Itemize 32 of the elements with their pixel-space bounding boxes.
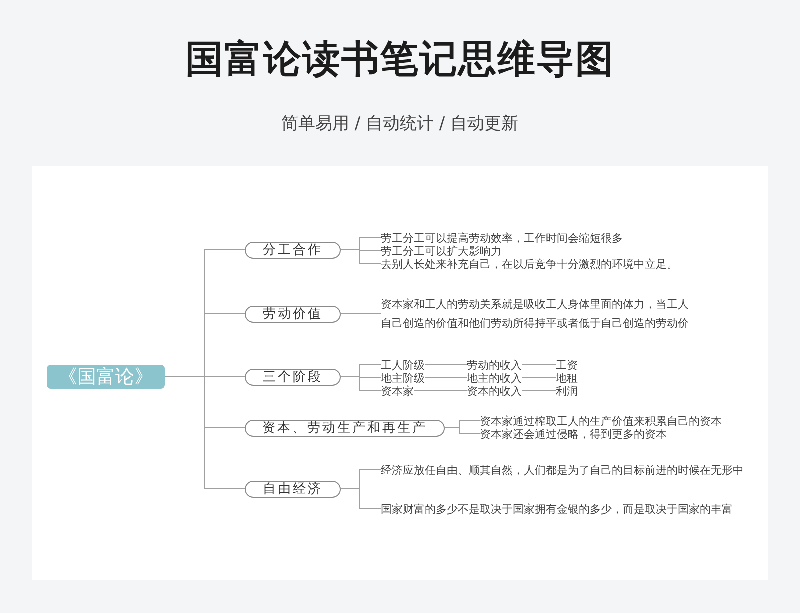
topic-pill: 资本、劳动生产和再生产	[245, 420, 445, 436]
note-text: 工人阶级	[381, 358, 425, 372]
connector-line	[414, 390, 468, 392]
note-text: 劳工分工可以扩大影响力	[381, 244, 502, 258]
note-text: 去别人长处来补充自己，在以后竞争十分激烈的环境中立足。	[381, 258, 678, 270]
note-text: 资本家还会通过侵略，得到更多的资本	[480, 428, 667, 440]
topic-pill: 分工合作	[245, 242, 341, 258]
root-topic-box: 《国富论》	[47, 365, 165, 389]
connector-line	[164, 376, 246, 490]
note-text: 地租	[556, 372, 578, 384]
note-text: 资本家	[381, 384, 414, 398]
note-text: 经济应放任自由、顺其自然，人们都是为了自己的目标前进的时候在无形中	[381, 464, 744, 476]
topic-pill: 三个阶段	[245, 368, 341, 386]
note-text: 资本家和工人的劳动关系就是吸收工人身体里面的体力，当工人自己创造的价值和他们劳动所得持平或者低于自己创造的劳动价	[381, 295, 693, 333]
connector-line	[522, 364, 556, 366]
title: 国富论读书笔记思维导图	[184, 36, 616, 83]
note-text: 资本的收入	[467, 384, 522, 398]
connector-line	[444, 428, 480, 434]
connector-line	[424, 364, 468, 366]
subtitle: 简单易用 / 自动统计 / 自动更新	[280, 113, 520, 135]
note-text: 劳工分工可以提高劳动效率，工作时间会缩短很多	[381, 232, 623, 244]
connector-line	[522, 390, 556, 392]
connector-line	[340, 488, 382, 510]
note-text: 利润	[556, 384, 578, 398]
topic-pill: 劳动价值	[245, 306, 341, 322]
note-text: 劳动的收入	[467, 358, 522, 372]
note-text: 地主的收入	[467, 372, 522, 384]
note-text: 国家财富的多少不是取决于国家拥有金银的多少，而是取决于国家的丰富	[381, 502, 733, 516]
topic-pill: 自由经济	[245, 480, 341, 498]
note-text: 资本家通过榨取工人的生产价值来积累自己的资本	[480, 414, 722, 428]
note-text: 地主阶级	[381, 372, 425, 384]
note-text: 工资	[556, 358, 578, 372]
